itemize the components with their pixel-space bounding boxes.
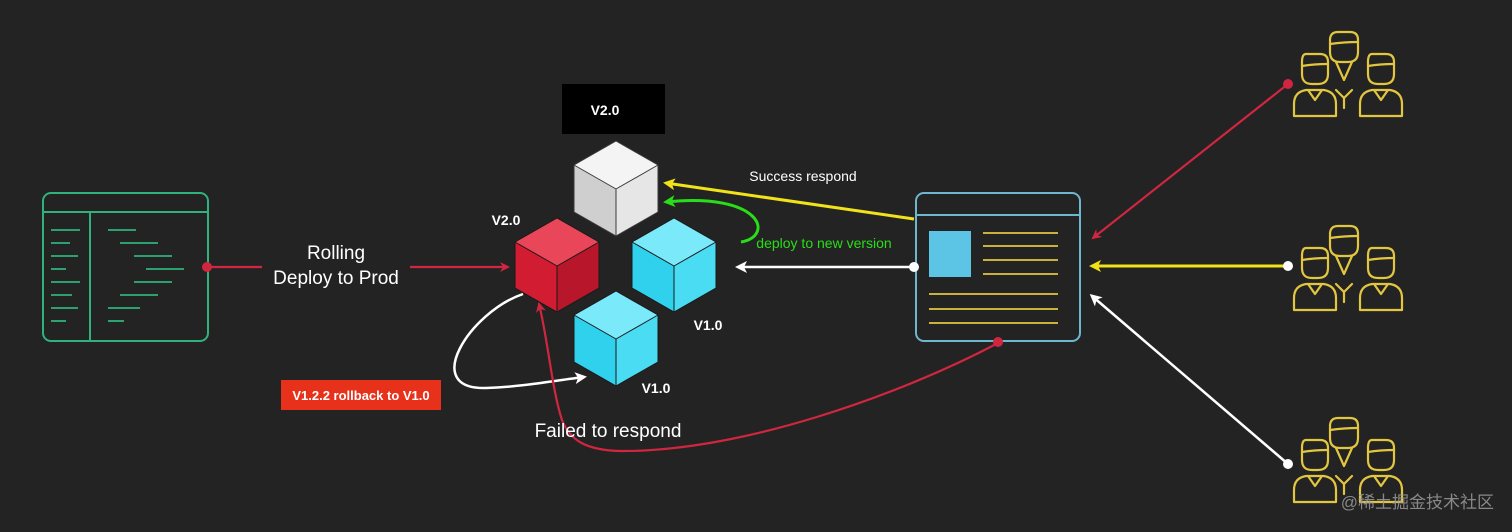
rollback-label: V1.2.2 rollback to V1.0 bbox=[292, 388, 429, 403]
browser-window-icon bbox=[915, 192, 1081, 342]
user-group-icon-middle bbox=[1292, 224, 1404, 312]
version-box bbox=[562, 84, 665, 134]
watermark: @稀土掘金技术社区 bbox=[1341, 493, 1494, 512]
gray-cube-v2 bbox=[573, 140, 659, 237]
user-group-icon-top bbox=[1292, 30, 1404, 118]
rolling-label-line1: Rolling bbox=[307, 243, 365, 264]
rollback-arrow bbox=[453, 292, 587, 390]
red-cube-label: V2.0 bbox=[492, 212, 521, 228]
cyan-cube-right bbox=[631, 217, 717, 313]
deploy-arrow bbox=[202, 262, 510, 272]
user-bottom-arrow bbox=[1089, 294, 1293, 469]
deploy-new-label: deploy to new version bbox=[756, 235, 891, 251]
deploy-new-arrow bbox=[663, 195, 760, 244]
version-box-label: V2.0 bbox=[591, 102, 620, 118]
success-arrow bbox=[663, 178, 915, 221]
terminal-icon bbox=[42, 192, 209, 342]
user-middle-arrow bbox=[1089, 260, 1293, 272]
user-top-arrow bbox=[1091, 79, 1293, 240]
request-arrow bbox=[735, 261, 919, 273]
cyan-bottom-label: V1.0 bbox=[642, 380, 671, 396]
red-cube-v2 bbox=[514, 217, 600, 313]
failed-arrow bbox=[536, 302, 1003, 453]
success-label: Success respond bbox=[749, 168, 856, 184]
user-group-icon-bottom bbox=[1292, 416, 1404, 504]
rollback-badge bbox=[281, 380, 441, 410]
cyan-cube-bottom bbox=[573, 290, 659, 387]
cyan-right-label: V1.0 bbox=[694, 317, 723, 333]
rolling-label-line2: Deploy to Prod bbox=[273, 268, 399, 289]
failed-label: Failed to respond bbox=[535, 421, 682, 442]
